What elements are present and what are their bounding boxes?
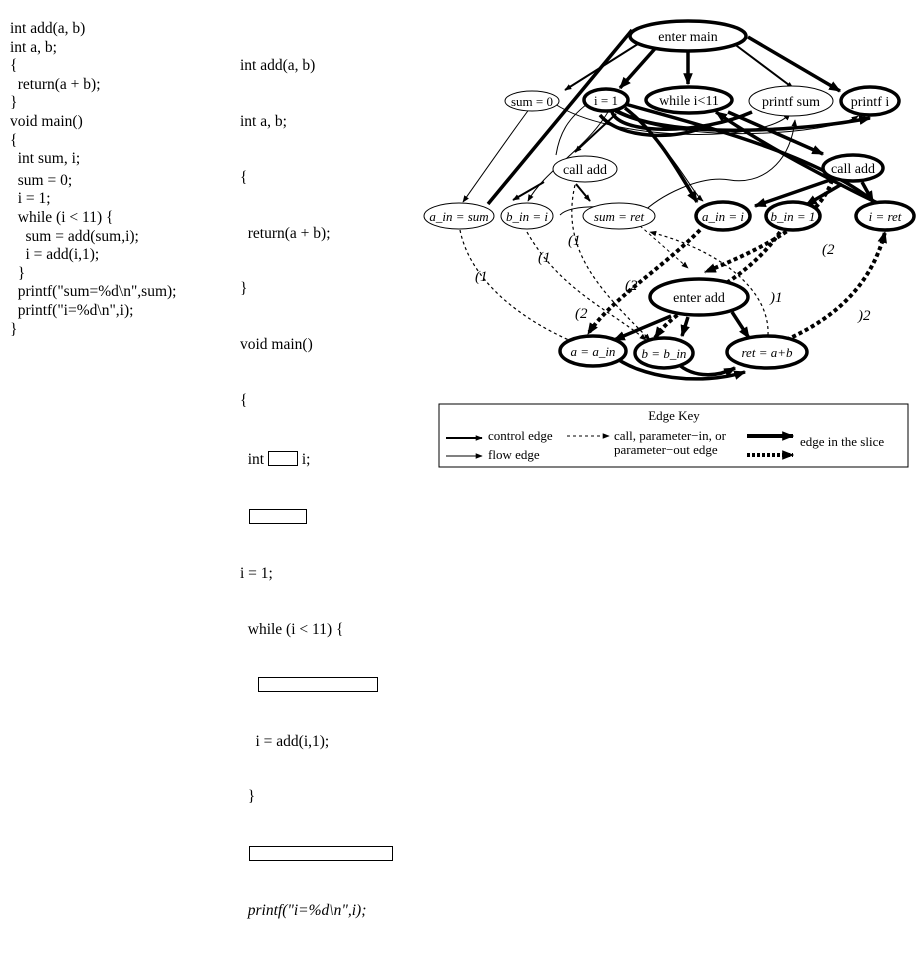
node-label: ret = a+b bbox=[741, 345, 793, 360]
edge-label: (2 bbox=[625, 278, 638, 294]
node-label: sum = 0 bbox=[511, 94, 553, 109]
node-label: sum = ret bbox=[594, 209, 645, 224]
flow-edge bbox=[463, 108, 530, 202]
code-line: } bbox=[240, 788, 393, 807]
edge-label: )2 bbox=[857, 308, 871, 324]
edge-label: (1 bbox=[475, 269, 488, 285]
removed-code-box bbox=[249, 846, 393, 861]
edge-label: (1 bbox=[568, 233, 581, 249]
key-control-label: control edge bbox=[488, 428, 553, 443]
code-line: i = 1; bbox=[240, 565, 393, 584]
call-edge bbox=[460, 230, 578, 344]
edge-label: (2 bbox=[575, 306, 588, 322]
node-label: while i<11 bbox=[659, 94, 719, 109]
flow-edges bbox=[463, 96, 858, 268]
node-label: b = b_in bbox=[642, 346, 687, 361]
key-call-label-1: call, parameter−in, or bbox=[614, 428, 727, 443]
slice-control-edges bbox=[488, 30, 873, 379]
node-label: printf i bbox=[851, 95, 890, 110]
edge-key: Edge Key control edge flow edge call, pa… bbox=[439, 404, 908, 467]
edge-label: )1 bbox=[769, 290, 783, 306]
control-edge bbox=[575, 114, 616, 152]
slice-edge bbox=[682, 317, 688, 336]
node-label: b_in = 1 bbox=[771, 209, 816, 224]
node-label: enter add bbox=[673, 291, 725, 306]
node-label: call add bbox=[831, 162, 875, 177]
key-flow-label: flow edge bbox=[488, 447, 540, 462]
removed-code-box bbox=[258, 677, 378, 692]
code-line: while (i < 11) { bbox=[240, 621, 393, 640]
edge-label: (2 bbox=[822, 242, 835, 258]
code-line-blank bbox=[240, 846, 393, 865]
edge-label: (1 bbox=[538, 250, 551, 266]
node-label: b_in = i bbox=[506, 209, 548, 224]
removed-code-box bbox=[249, 509, 307, 524]
node-label: a_in = sum bbox=[429, 209, 488, 224]
code-line: i = add(i,1); bbox=[240, 733, 393, 752]
control-edge bbox=[733, 43, 793, 88]
system-dependence-graph: enter main sum = 0 i = 1 while i<11 prin… bbox=[0, 0, 921, 479]
node-label: printf sum bbox=[762, 95, 820, 110]
slice-edge bbox=[732, 312, 749, 338]
code-line-blank bbox=[240, 509, 393, 528]
node-label: i = 1 bbox=[594, 93, 618, 108]
slice-edge bbox=[488, 30, 632, 204]
node-label: a_in = i bbox=[702, 209, 744, 224]
code-line-printf-i: printf("i=%d\n",i); bbox=[240, 902, 393, 921]
key-call-label-2: parameter−out edge bbox=[614, 442, 718, 457]
key-slice-label: edge in the slice bbox=[800, 434, 884, 449]
control-edge bbox=[576, 184, 590, 201]
node-label: enter main bbox=[658, 30, 717, 45]
edge-key-title: Edge Key bbox=[648, 408, 700, 423]
node-label: i = ret bbox=[869, 209, 902, 224]
node-label: call add bbox=[563, 163, 607, 178]
code-line-blank bbox=[240, 677, 393, 696]
node-label: a = a_in bbox=[571, 344, 616, 359]
